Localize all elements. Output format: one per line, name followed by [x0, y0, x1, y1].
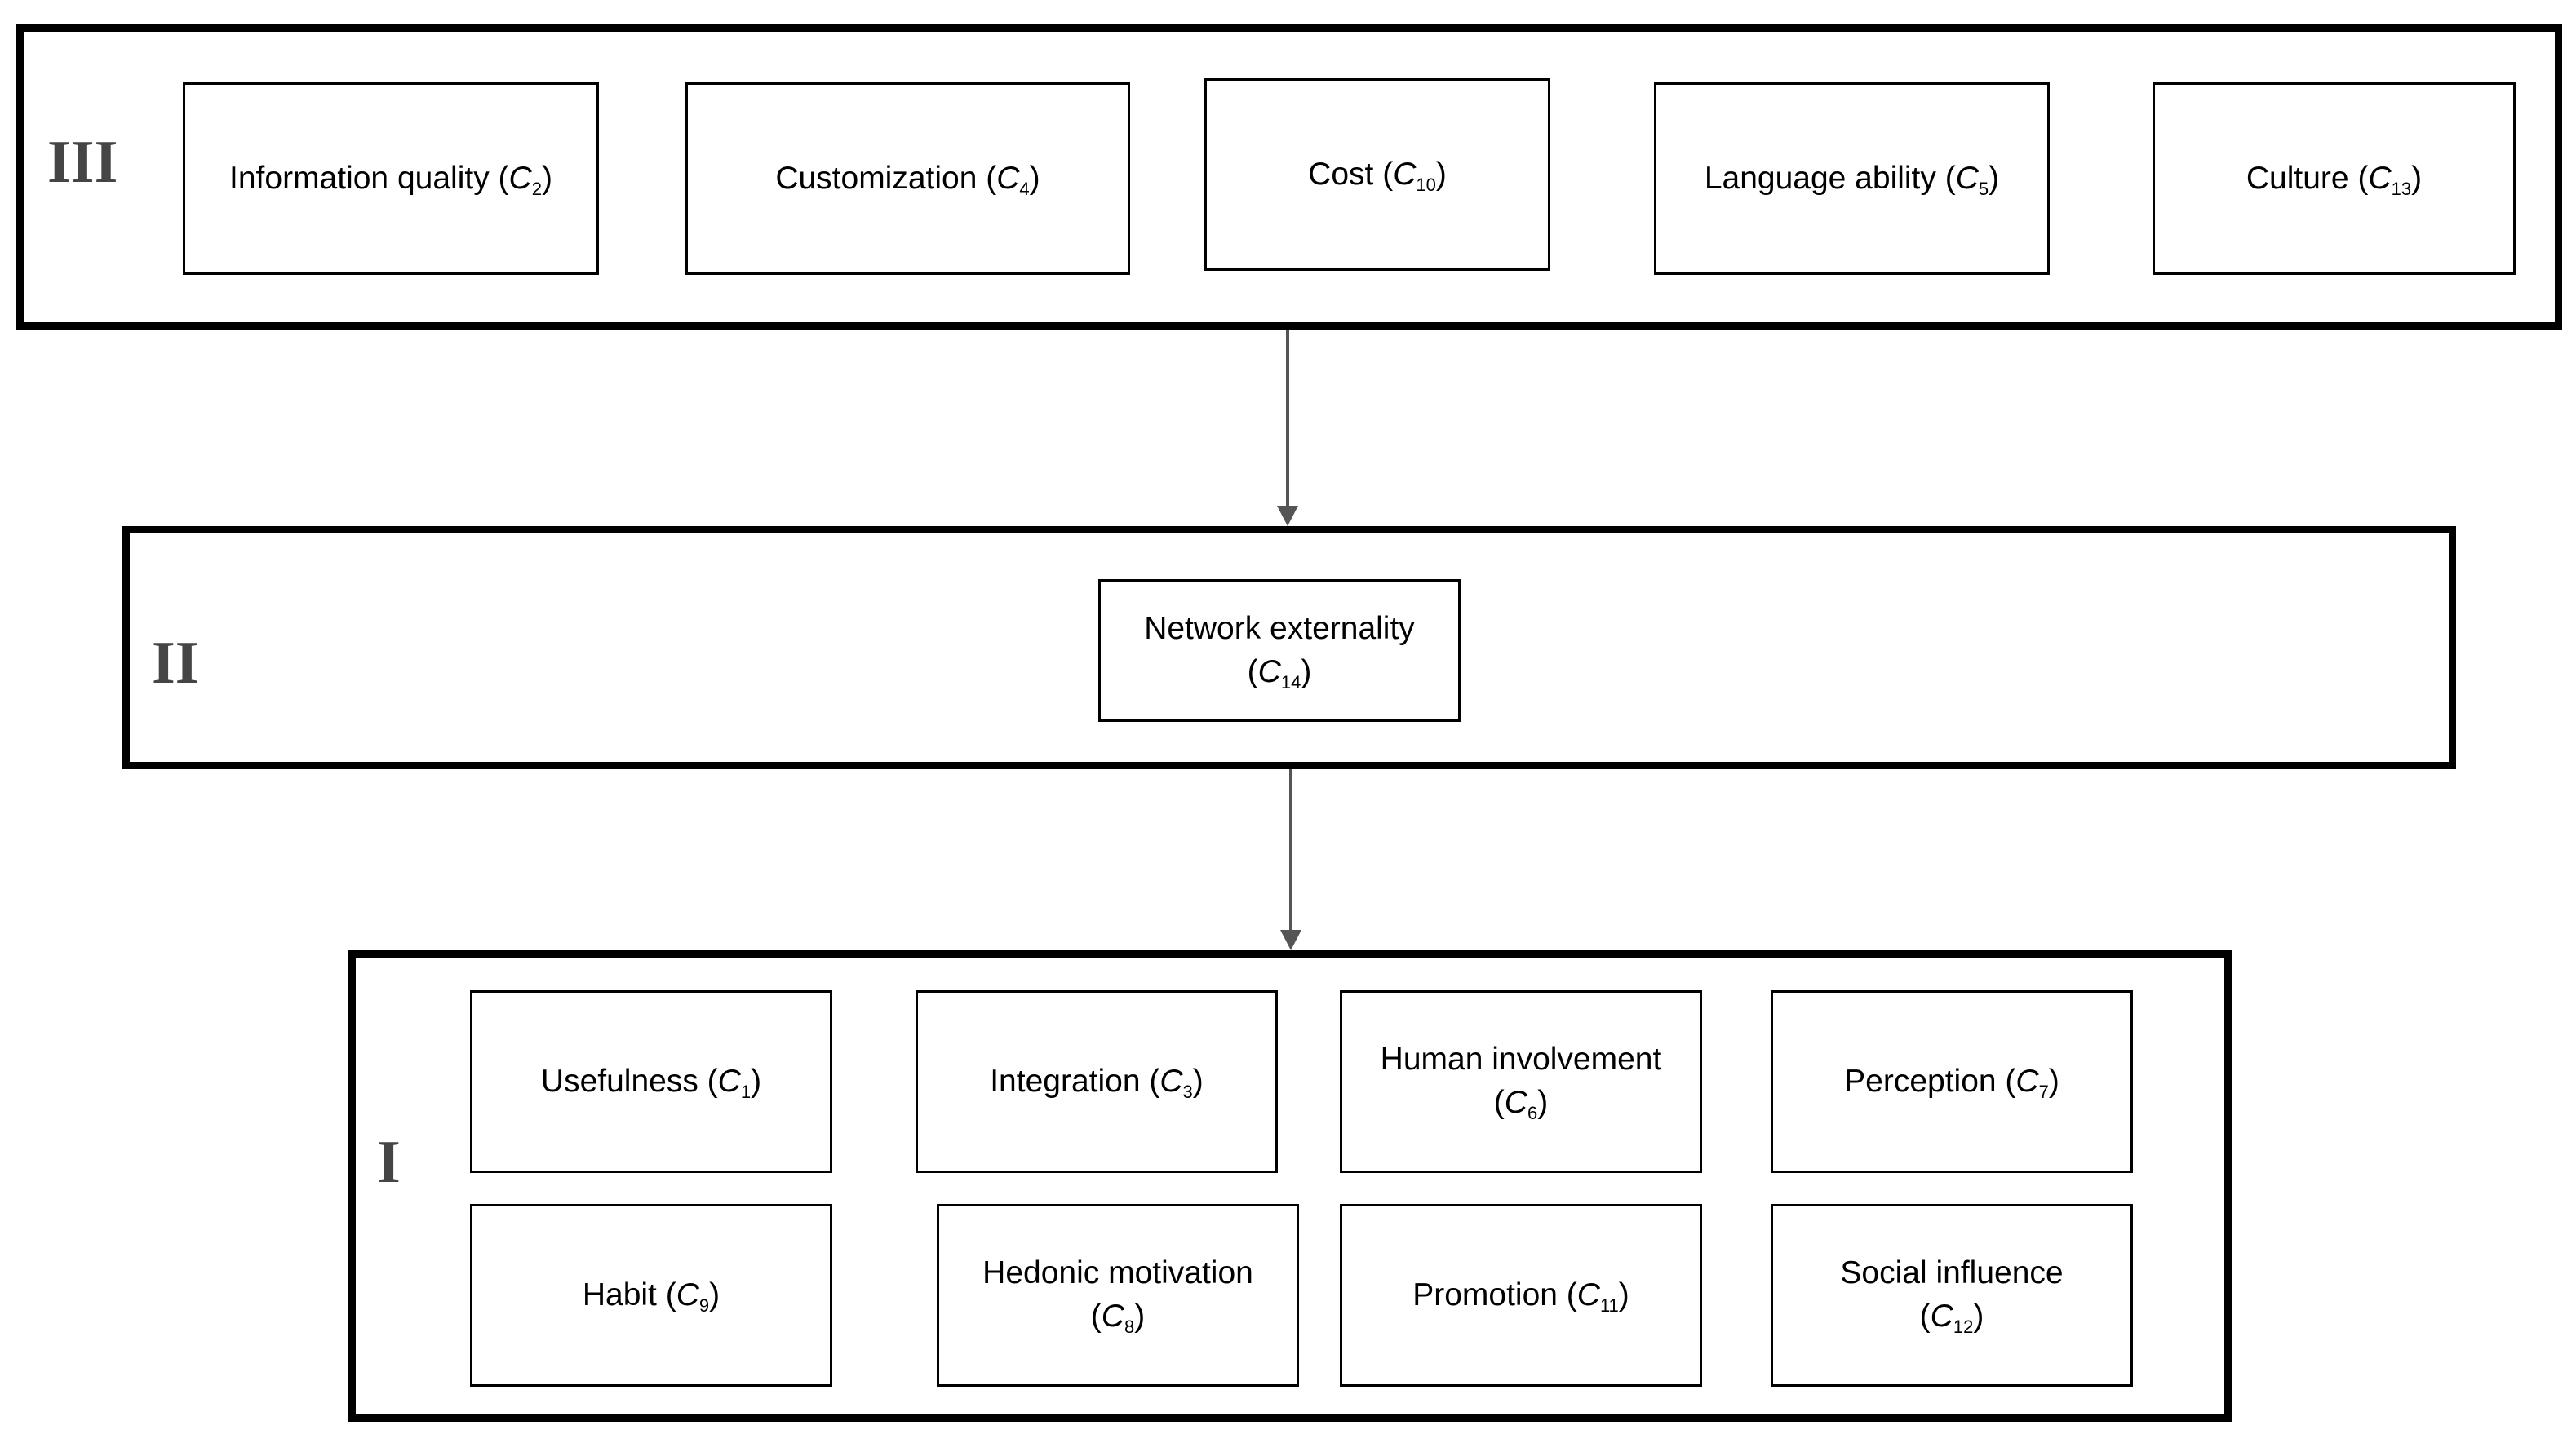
factor-human-involvement: Human involvement(C6) — [1340, 990, 1702, 1173]
factor-social-influence: Social influence(C12) — [1771, 1204, 2133, 1387]
factor-cost: Cost (C10) — [1204, 78, 1550, 271]
level-ii-label: II — [152, 630, 199, 697]
factor-customization: Customization (C4) — [685, 82, 1130, 275]
factor-habit: Habit (C9) — [470, 1204, 832, 1387]
factor-information-quality: Information quality (C2) — [183, 82, 599, 275]
factor-hedonic-motivation: Hedonic motivation(C8) — [937, 1204, 1299, 1387]
arrow-iii-to-ii — [1277, 328, 1298, 526]
level-iii-label: III — [47, 129, 118, 196]
factor-culture: Culture (C13) — [2153, 82, 2516, 275]
factor-usefulness: Usefulness (C1) — [470, 990, 832, 1173]
factor-perception: Perception (C7) — [1771, 990, 2133, 1173]
arrow-ii-to-i — [1280, 767, 1301, 950]
factor-language-ability: Language ability (C5) — [1654, 82, 2050, 275]
factor-integration: Integration (C3) — [916, 990, 1278, 1173]
factor-network-externality: Network externality(C14) — [1098, 579, 1461, 722]
factor-promotion: Promotion (C11) — [1340, 1204, 1702, 1387]
level-i-label: I — [377, 1129, 401, 1196]
